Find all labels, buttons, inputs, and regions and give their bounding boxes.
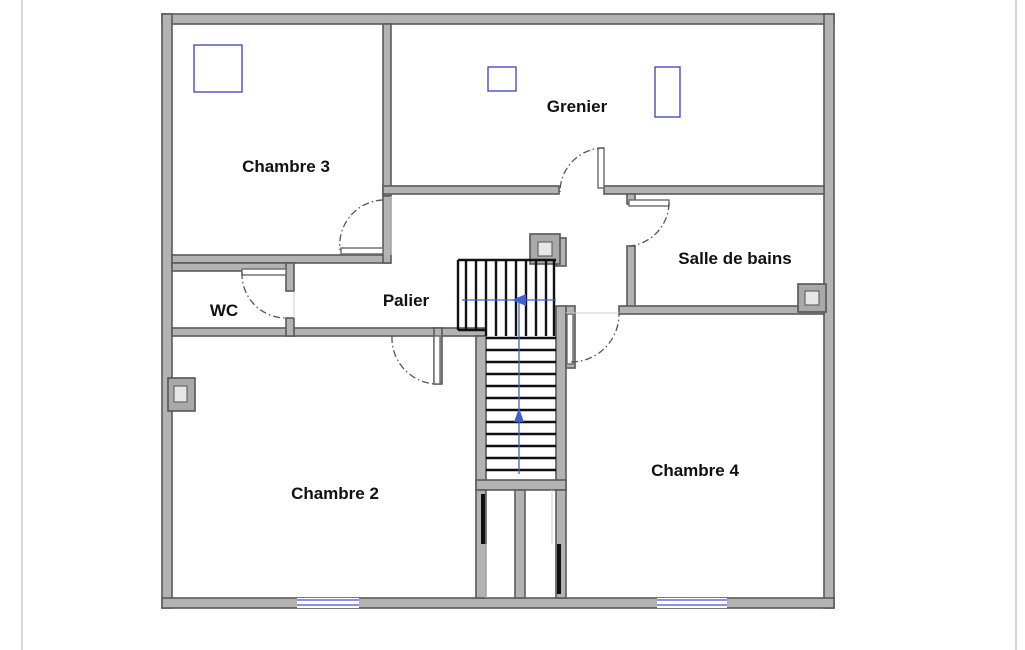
wall-chambre3-bottom: [171, 254, 391, 264]
skylight-grenier-small: [487, 66, 517, 92]
door-grenier[interactable]: [559, 147, 605, 193]
doors: [241, 147, 670, 385]
window-chambre4: [657, 598, 727, 608]
wall-stair-bottom: [475, 479, 567, 491]
outer-wall-top: [161, 13, 835, 25]
door-chambre4[interactable]: [566, 313, 620, 365]
wall-stair-right: [555, 305, 567, 491]
door-chambre3[interactable]: [339, 199, 384, 255]
outer-wall-left: [161, 13, 173, 609]
door-chambre2[interactable]: [391, 335, 441, 385]
wall-chambre3-corner: [382, 195, 392, 264]
landing-guides: [293, 196, 619, 318]
door-wc[interactable]: [241, 268, 287, 319]
wall-stair-left: [475, 335, 487, 491]
wall-grenier-bottom-left: [382, 185, 560, 195]
room-label-chambre2: Chambre 2: [291, 484, 379, 503]
wall-wc-bottom: [171, 327, 443, 337]
hallway-posts: [481, 490, 561, 598]
room-label-chambre3: Chambre 3: [242, 157, 330, 176]
wall-sdb-left: [626, 245, 636, 311]
room-label-palier: Palier: [383, 291, 430, 310]
wall-hall-center: [514, 489, 526, 599]
stair-direction-arrow: [462, 294, 556, 474]
skylights: [193, 44, 681, 118]
openings: [285, 185, 636, 317]
wall-wc-right-top: [285, 262, 295, 292]
window-chambre2: [297, 598, 359, 608]
staircase: [456, 258, 556, 474]
room-label-wc: WC: [210, 301, 238, 320]
door-salle-de-bains[interactable]: [628, 199, 670, 247]
wall-grenier-bottom-right: [603, 185, 825, 195]
wall-wc-right-bottom: [285, 317, 295, 337]
skylight-chambre3: [193, 44, 243, 93]
skylight-grenier-tall: [654, 66, 681, 118]
room-labels: Grenier Chambre 3 Salle de bains WC Pali…: [210, 97, 792, 503]
windows: [297, 598, 727, 608]
wall-chambre3-grenier: [382, 23, 392, 197]
outer-wall-bottom: [161, 597, 835, 609]
duct-chambre2: [167, 377, 196, 412]
page-frame: [21, 0, 1017, 650]
wall-sdb-bottom: [618, 305, 825, 315]
room-label-salle-de-bains: Salle de bains: [678, 249, 791, 268]
duct-salle-de-bains: [797, 283, 827, 313]
room-label-chambre4: Chambre 4: [651, 461, 739, 480]
room-label-grenier: Grenier: [547, 97, 608, 116]
